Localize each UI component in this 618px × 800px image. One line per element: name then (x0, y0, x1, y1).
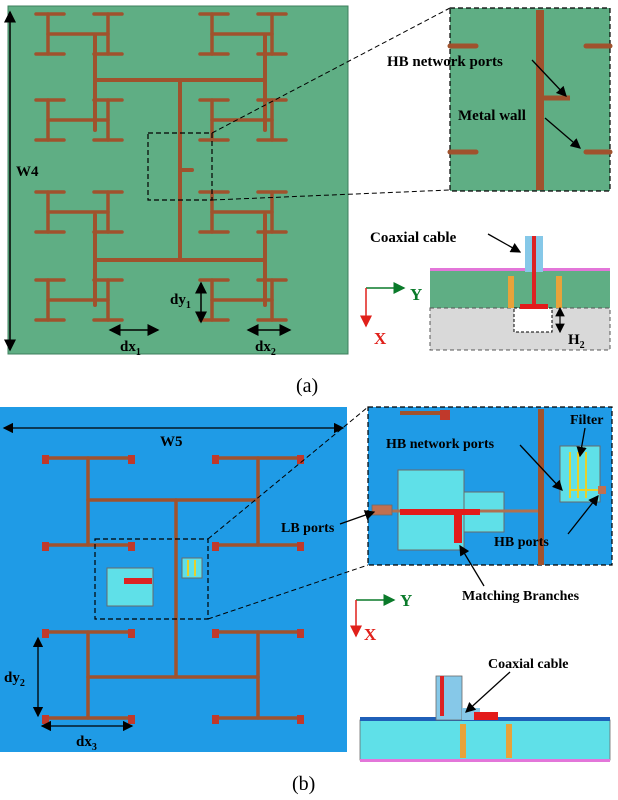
panel-b-feed-network (43, 456, 302, 720)
panel-b-board (0, 407, 347, 752)
panel-a-zoom-detail (447, 7, 613, 192)
panel-b-hb-ports-label: HB ports (494, 535, 549, 550)
panel-b-zoom-line-bottom (207, 564, 369, 620)
panel-b-w5-label: W5 (160, 434, 183, 450)
panel-a-subarrays (34, 12, 288, 322)
panel-b-coax-label: Coaxial cable (488, 657, 569, 672)
panel-a-dy1-label: dy1 (170, 292, 191, 311)
panel-b-matching-arrow (459, 544, 485, 587)
panel-b-filter-arrow (576, 427, 587, 458)
panel-a-metal-wall-arrow (544, 117, 581, 149)
panel-b-center-elements (106, 557, 203, 607)
panel-b-hb-network-arrow (519, 444, 563, 491)
panel-b: W5 (0, 406, 613, 795)
panel-b-hb-network-ports-label: HB network ports (386, 437, 495, 452)
panel-a-feed-network (93, 33, 267, 307)
panel-b-filter-label: Filter (570, 413, 603, 428)
panel-b-dx3-label: dx3 (76, 734, 97, 753)
panel-b-y-axis-label: Y (400, 591, 412, 610)
panel-b-caption: (b) (292, 773, 315, 795)
panel-a-zoom-line-top (211, 7, 451, 134)
panel-b-port-pads (42, 455, 304, 724)
panel-a-y-axis-label: Y (410, 285, 422, 304)
panel-a-zoom-box (147, 132, 213, 201)
panel-a-x-axis-label: X (374, 329, 387, 348)
panel-a-metal-wall-label: Metal wall (458, 108, 526, 124)
panel-a: W4 dy1 dx1 dx2 HB network ports Metal wa… (4, 5, 613, 397)
panel-a-dx2-label: dx2 (255, 339, 276, 358)
panel-a-hb-arrow (531, 59, 567, 97)
panel-b-zoom-box (94, 538, 209, 620)
panel-a-dx1-label: dx1 (120, 339, 141, 358)
panel-b-lb-arrow (339, 510, 376, 525)
panel-a-hb-network-ports-label: HB network ports (387, 54, 503, 70)
panel-b-dy2-label: dy2 (4, 670, 25, 689)
panel-a-h2-label: H2 (568, 332, 585, 351)
panel-b-zoom-detail (367, 406, 613, 566)
panel-b-cross-section (359, 675, 611, 762)
panel-b-coax-arrow (465, 671, 511, 713)
panel-a-caption: (a) (296, 375, 318, 397)
panel-b-zoom-line-top (207, 406, 369, 540)
panel-a-coax-arrow (487, 233, 522, 253)
panel-b-hb-ports-arrow (567, 494, 599, 535)
panel-a-coax-label: Coaxial cable (370, 230, 457, 246)
panel-b-lb-ports-label: LB ports (281, 521, 335, 536)
panel-a-w4-label: W4 (16, 164, 39, 180)
panel-a-cross-section (429, 236, 611, 351)
panel-b-x-axis-label: X (364, 625, 377, 644)
panel-b-matching-label: Matching Branches (462, 589, 580, 604)
